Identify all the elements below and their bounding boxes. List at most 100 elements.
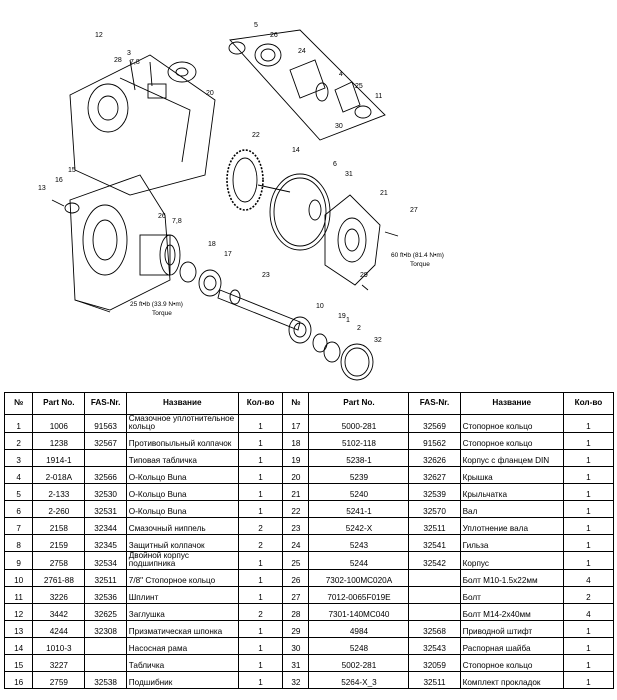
cell-name-right: Крыльчатка (459, 482, 564, 501)
spacer-and-oring-drawing (269, 173, 331, 251)
cell-name-right: Болт (459, 585, 564, 604)
cell-qty-right: 1 (562, 670, 615, 689)
callout-7-8-top: 7,8 (130, 59, 140, 66)
cell-number-right: 24 (282, 533, 310, 552)
shaft-seal-assembly-drawing (228, 29, 386, 141)
cell-qty-right: 1 (562, 465, 615, 484)
cell-name-left: Табличка (125, 653, 239, 672)
cell-name-right: Комплект прокладок (459, 670, 564, 689)
pump-frame-drawing (51, 174, 171, 313)
cell-qty-right: 1 (562, 448, 615, 467)
cell-qty-left: 1 (237, 585, 284, 604)
cell-qty-right: 1 (562, 431, 615, 450)
cell-fas-nr-left: 32566 (84, 465, 127, 484)
callout-labels: 12 3 28 7,8 20 5 26 24 4 25 11 30 22 14 … (38, 22, 444, 344)
cell-fas-nr-right: 32059 (408, 653, 461, 672)
cell-part-no-right: 5238-1 (308, 448, 410, 467)
cell-number-left: 13 (3, 619, 34, 638)
cell-part-no-left: 1006 (32, 414, 86, 433)
callout-14: 15 (68, 167, 76, 174)
cell-qty-right: 4 (562, 602, 615, 621)
callout-11: 13 (38, 185, 46, 192)
callout-25-top: 26 (270, 32, 278, 39)
table-header-row: № Part No. FAS-Nr. Название Кол-во № Par… (3, 392, 615, 415)
cell-fas-nr-right: 32626 (408, 448, 461, 467)
impeller-drawing (226, 149, 291, 211)
cell-qty-left: 1 (237, 619, 284, 638)
cell-number-left: 5 (3, 482, 34, 501)
cell-part-no-right: 5248 (308, 636, 410, 655)
cell-number-right: 29 (282, 619, 310, 638)
cell-fas-nr-left: 32531 (84, 499, 127, 518)
cell-fas-nr-right: 32542 (408, 550, 461, 570)
cell-number-right: 25 (282, 550, 310, 570)
torque-value-frame: 25 ft•lb (33.9 N•m) (130, 301, 183, 308)
cell-qty-right: 1 (562, 414, 615, 433)
torque-value-cover: 60 ft•lb (81.4 N•m) (391, 252, 444, 259)
cell-name-right: Уплотнение вала (459, 516, 564, 535)
col-header-qty-right: Кол-во (562, 392, 615, 415)
cell-fas-nr-left: 32625 (84, 602, 127, 621)
cell-qty-left: 1 (237, 636, 284, 655)
cell-number-left: 12 (3, 602, 34, 621)
callout-7-8-bottom: 7,8 (172, 218, 182, 225)
callout-30: 31 (345, 171, 353, 178)
cell-qty-right: 1 (562, 619, 615, 638)
cell-number-right: 22 (282, 499, 310, 518)
cell-part-no-left: 3227 (32, 653, 86, 672)
cell-fas-nr-right: 32543 (408, 636, 461, 655)
cell-fas-nr-right: 91562 (408, 431, 461, 450)
cell-part-no-right: 7301-140MC040 (308, 602, 410, 621)
cell-part-no-right: 5239 (308, 465, 410, 484)
cell-fas-nr-left (84, 653, 127, 672)
cell-number-left: 1 (3, 414, 34, 433)
cell-part-no-left: 2-260 (32, 499, 86, 518)
cell-qty-left: 1 (237, 431, 284, 450)
cell-qty-right: 4 (562, 568, 615, 587)
cell-number-left: 6 (3, 499, 34, 518)
cell-name-right: Стопорное кольцо (459, 431, 564, 450)
exploded-parts-diagram: 12 3 28 7,8 20 5 26 24 4 25 11 30 22 14 … (38, 22, 444, 381)
callout-9: 10 (316, 303, 324, 310)
callout-6: 6 (333, 161, 337, 168)
cell-qty-right: 1 (562, 636, 615, 655)
callout-10: 11 (375, 93, 382, 100)
callout-3: 3 (127, 50, 131, 57)
callout-16: 17 (224, 251, 232, 258)
cell-number-right: 21 (282, 482, 310, 501)
cell-part-no-right: 5244 (308, 550, 410, 570)
cell-qty-left: 1 (237, 448, 284, 467)
torque-label-frame: Torque (152, 310, 172, 317)
cell-part-no-right: 5243 (308, 533, 410, 552)
cell-name-left: Заглушка (125, 602, 239, 621)
cell-fas-nr-right: 32511 (408, 516, 461, 535)
cell-part-no-left: 1238 (32, 431, 86, 450)
cell-number-right: 27 (282, 585, 310, 604)
cell-number-left: 15 (3, 653, 34, 672)
cell-part-no-left: 2159 (32, 533, 86, 552)
cell-name-right: Крышка (459, 465, 564, 484)
cell-name-right: Корпус с фланцем DIN (459, 448, 564, 467)
cell-fas-nr-right (408, 602, 461, 621)
cell-fas-nr-left: 32530 (84, 482, 127, 501)
cell-fas-nr-left (84, 448, 127, 467)
cell-part-no-left: 2-133 (32, 482, 86, 501)
flanged-housing-drawing (69, 54, 216, 196)
cell-fas-nr-right (408, 585, 461, 604)
callout-5: 5 (254, 22, 258, 29)
cell-fas-nr-left (84, 636, 127, 655)
col-header-fas-nr-right: FAS-Nr. (408, 392, 461, 415)
cell-number-left: 11 (3, 585, 34, 604)
cell-part-no-left: 4244 (32, 619, 86, 638)
cell-number-right: 32 (282, 670, 310, 689)
cell-part-no-left: 3442 (32, 602, 86, 621)
cell-part-no-right: 7302-100MC020A (308, 568, 410, 587)
cell-part-no-right: 5242-X (308, 516, 410, 535)
cell-part-no-left: 1010-3 (32, 636, 86, 655)
